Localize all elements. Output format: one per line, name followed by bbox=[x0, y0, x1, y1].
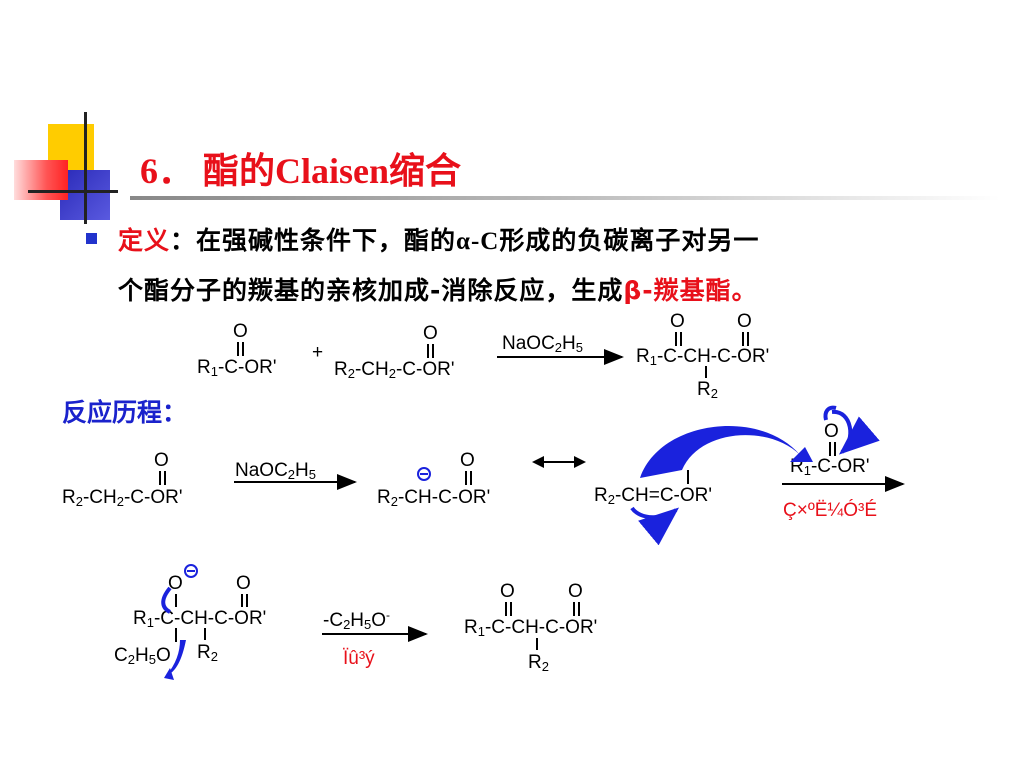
step3-label: Ïû³ý bbox=[343, 648, 375, 669]
deco-vertical-line bbox=[84, 112, 87, 224]
beta-keto-ester: β-羰基酯。 bbox=[623, 276, 758, 305]
mechanism-header: 反应历程： bbox=[62, 398, 188, 427]
overall-reactant1: R1-C-OR' bbox=[197, 357, 277, 379]
page-title: 6． 酯的Claisen缩合 bbox=[140, 151, 462, 191]
intermediate: R1-C-CH-C-OR' bbox=[133, 608, 267, 630]
definition-text-2: 形成的负碳离子对另一 bbox=[499, 226, 760, 255]
final-oxygen-1: O bbox=[500, 581, 515, 602]
resonance-form: R2-CH=C-OR' bbox=[594, 485, 713, 507]
overall-product-oxygen-1: O bbox=[670, 311, 685, 332]
definition-text-1: ：在强碱性条件下，酯的 bbox=[170, 226, 457, 255]
definition-line-1: 定义：在强碱性条件下，酯的α-C形成的负碳离子对另一 bbox=[118, 221, 759, 257]
step2-label: Ç×ºË¼Ó³É bbox=[783, 500, 878, 521]
negative-charge-icon bbox=[184, 467, 431, 578]
step1-product: R2-CH-C-OR' bbox=[377, 487, 491, 509]
definition-term: 定义 bbox=[118, 226, 171, 255]
single-bonds bbox=[175, 366, 707, 650]
definition-line-2: 个酯分子的羰基的亲核加成-消除反应，生成β-羰基酯。 bbox=[118, 271, 758, 307]
square-bullet-icon bbox=[86, 233, 97, 244]
overall-product: R1-C-CH-C-OR' bbox=[636, 346, 770, 368]
overall-reactant2: R2-CH2-C-OR' bbox=[334, 359, 455, 381]
overall-product-oxygen-2: O bbox=[737, 311, 752, 332]
step1-reactant: R2-CH2-C-OR' bbox=[62, 487, 183, 509]
deco-red-square bbox=[14, 160, 68, 200]
step1-product-oxygen: O bbox=[460, 450, 475, 471]
carbonyl-double-bonds bbox=[159, 332, 836, 616]
step3-reagent: -C2H5O- bbox=[323, 608, 391, 632]
intermediate-ethoxy: C2H5O bbox=[114, 645, 171, 667]
final-product: R1-C-CH-C-OR' bbox=[464, 617, 598, 639]
step1-reactant-oxygen: O bbox=[154, 450, 169, 471]
overall-plus: + bbox=[312, 342, 324, 363]
resonance-arrow-icon bbox=[532, 456, 586, 468]
intermediate-oxygen-1: O bbox=[168, 573, 183, 594]
step1-reagent: NaOC2H5 bbox=[235, 460, 316, 482]
deco-horizontal-line bbox=[28, 190, 118, 193]
step2-partner-oxygen: O bbox=[824, 421, 839, 442]
intermediate-substituent: R2 bbox=[197, 642, 218, 664]
reaction-arrow-icon bbox=[234, 349, 905, 642]
definition-text-3: 个酯分子的羰基的亲核加成-消除反应，生成 bbox=[118, 276, 624, 305]
curved-arrow-icon bbox=[161, 405, 880, 680]
overall-reactant2-oxygen: O bbox=[423, 323, 438, 344]
overall-product-substituent: R2 bbox=[697, 379, 718, 401]
overall-reagent: NaOC2H5 bbox=[502, 333, 583, 355]
intermediate-oxygen-2: O bbox=[236, 573, 251, 594]
final-substituent: R2 bbox=[528, 652, 549, 674]
title-underline bbox=[130, 196, 1000, 200]
alpha-carbon: α-C bbox=[456, 228, 500, 255]
final-oxygen-2: O bbox=[568, 581, 583, 602]
overall-reactant1-oxygen: O bbox=[233, 321, 248, 342]
